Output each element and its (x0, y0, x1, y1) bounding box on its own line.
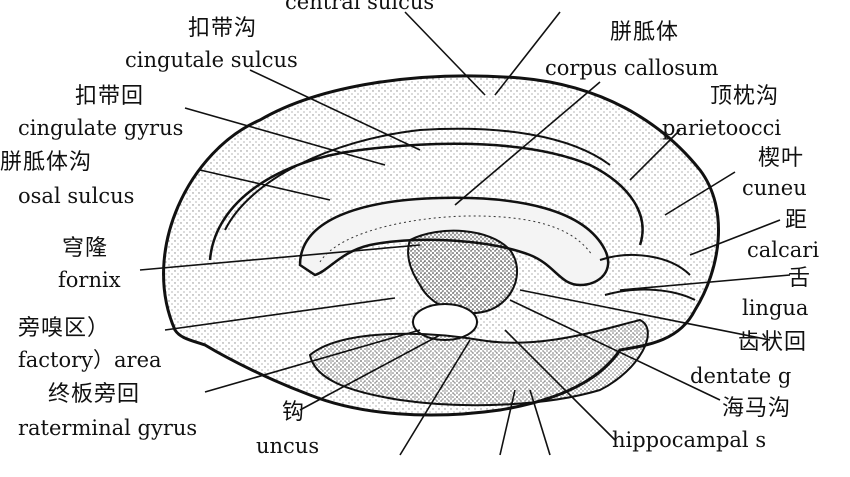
label-fornix-en: fornix (58, 268, 121, 292)
label-cingulate-sulcus-zh: 扣带沟 (188, 16, 258, 41)
label-corpus-callosum-en: corpus callosum (545, 56, 719, 80)
label-lingual-en: lingua (742, 296, 809, 320)
label-central-sulcus: central sulcus (285, 0, 435, 14)
label-paraterminal-gyrus-zh: 终板旁回 (48, 382, 141, 407)
label-dentate-en: dentate g (690, 364, 792, 388)
corpus-callosum (298, 196, 610, 287)
label-callosal-sulcus-zh: 胼胝体沟 (0, 150, 93, 175)
label-parietooccipital-en: parietoocci (662, 116, 782, 140)
cingulate-gyrus-band (208, 142, 644, 261)
label-corpus-callosum-zh: 胼胝体 (610, 20, 680, 45)
label-uncus-en: uncus (256, 434, 320, 458)
label-paraterminal-gyrus-en: raterminal gyrus (18, 416, 198, 440)
label-calcarine-en: calcari (747, 238, 820, 262)
label-parietooccipital-zh: 顶枕沟 (710, 84, 780, 109)
label-olfactory-area-en: factory）area (18, 348, 162, 372)
label-callosal-sulcus-en: osal sulcus (18, 184, 135, 208)
temporal-region (308, 318, 649, 407)
label-uncus-zh: 钩 (282, 400, 306, 425)
right-edge-band (812, 0, 850, 477)
corpus-callosum-striations (319, 215, 593, 263)
occipital-gyri (599, 254, 696, 301)
label-calcarine-zh: 距 (785, 208, 809, 233)
label-cingulate-gyrus-en: cingulate gyrus (18, 116, 184, 140)
cingulate-sulcus-line (224, 127, 611, 231)
label-dentate-zh: 齿状回 (738, 330, 808, 355)
label-cuneus-zh: 楔叶 (758, 146, 805, 171)
label-cingulate-sulcus-en: cingutale sulcus (125, 48, 298, 72)
label-olfactory-area-zh: 旁嗅区） (18, 316, 111, 341)
leader-lines (139, 11, 791, 456)
label-fornix-zh: 穹隆 (62, 236, 109, 261)
label-hippocampal-zh: 海马沟 (722, 396, 792, 421)
label-cuneus-en: cuneu (742, 176, 807, 200)
fornix-region (407, 229, 519, 315)
label-lingual-zh: 舌 (788, 266, 812, 291)
label-hippocampal-en: hippocampal s (612, 428, 767, 452)
label-cingulate-gyrus-zh: 扣带回 (75, 84, 145, 109)
